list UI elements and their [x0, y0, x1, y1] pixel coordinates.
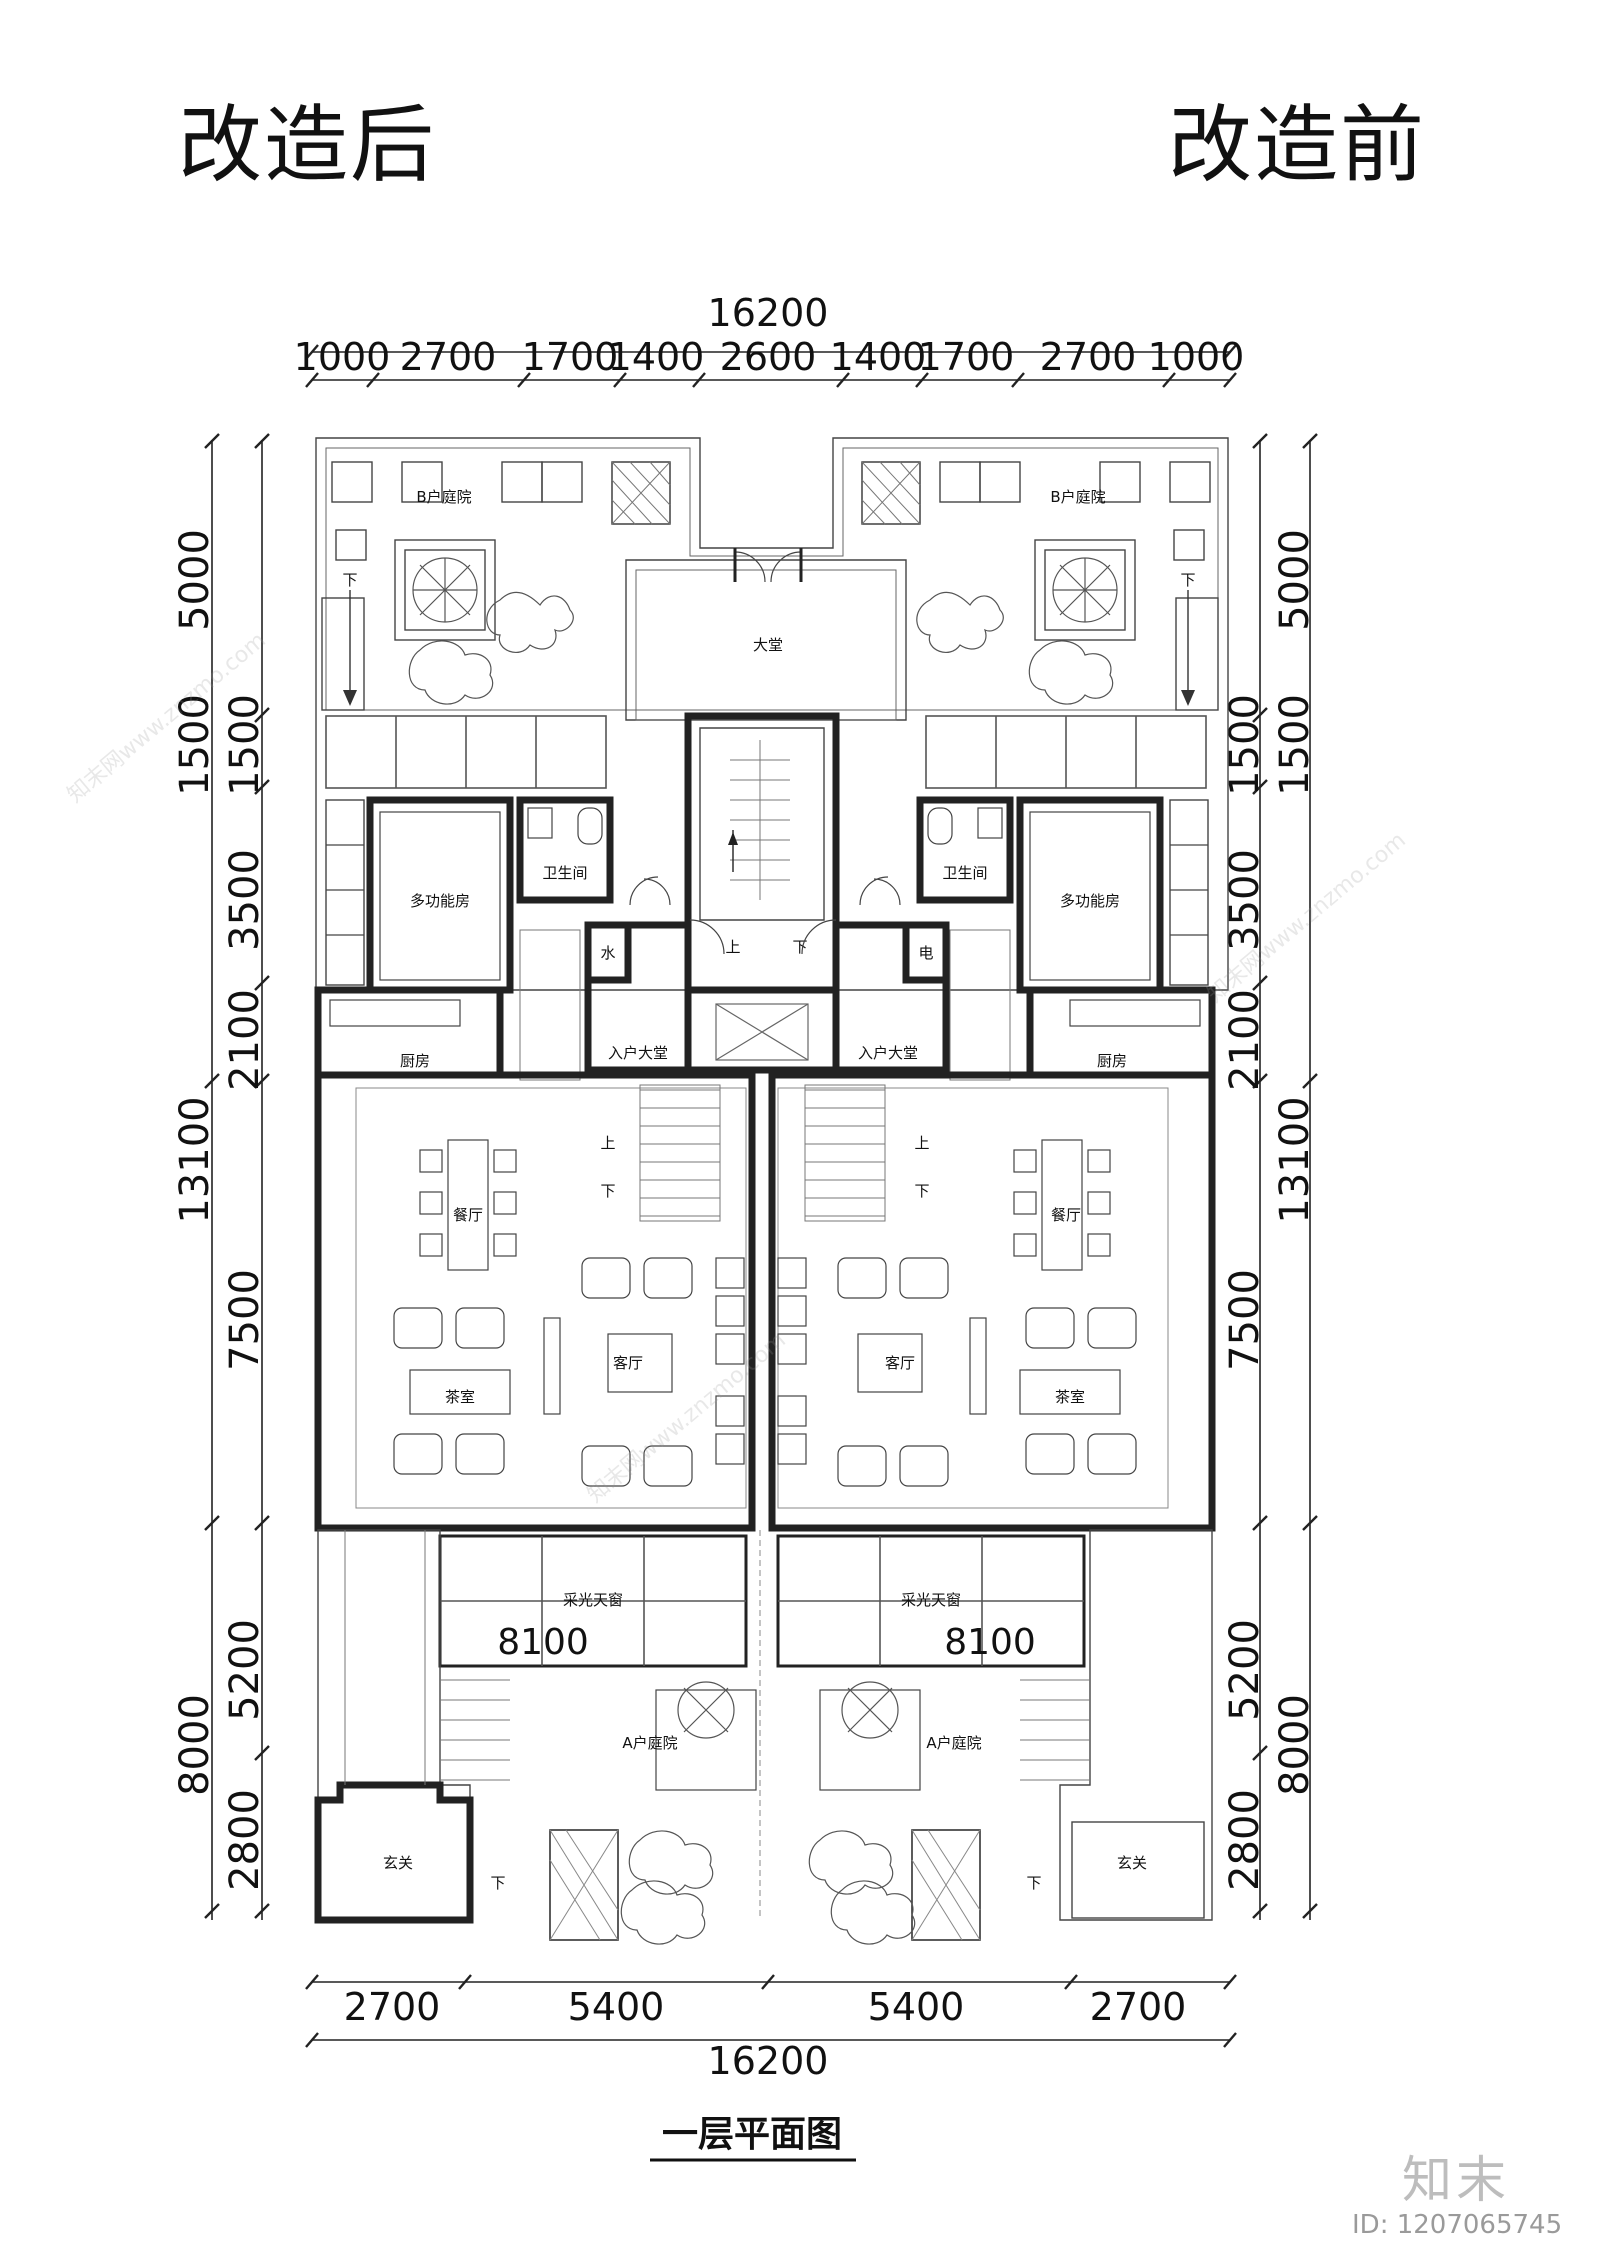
dim-bottom-seg: 5400	[868, 1985, 965, 2029]
dim-top-total: 16200	[708, 291, 829, 335]
b-garden-left: B户庭院 下	[321, 461, 671, 789]
label-skylight: 采光天窗	[901, 1591, 961, 1609]
label-bathroom: 卫生间	[942, 864, 987, 882]
site-outline	[315, 437, 1229, 991]
label-bathroom: 卫生间	[542, 864, 587, 882]
label-multi-room: 多功能房	[1060, 892, 1120, 910]
dim-bottom-seg: 2700	[1090, 1985, 1187, 2029]
watermark-id: ID: 1207065745	[1352, 2210, 1563, 2240]
label-entry-lobby: 入户大堂	[608, 1044, 668, 1062]
dim-bottom-seg: 5400	[568, 1985, 665, 2029]
dim-right: 2100	[1222, 989, 1268, 1091]
dim-right: 1500	[1222, 694, 1268, 796]
dim-left: 13100	[172, 1096, 218, 1223]
dim-right: 5000	[1272, 529, 1318, 631]
header-after-renovation: 改造后	[178, 96, 437, 194]
label-b-garden: B户庭院	[416, 488, 471, 506]
label-up: 上	[725, 938, 740, 956]
label-down: 下	[1180, 571, 1195, 589]
dim-right: 13100	[1272, 1096, 1318, 1223]
dim-left: 3500	[222, 849, 268, 951]
dim-right: 8000	[1272, 1694, 1318, 1796]
label-entry-lobby: 入户大堂	[858, 1044, 918, 1062]
label-foyer: 玄关	[383, 1854, 413, 1872]
label-lobby: 大堂	[753, 636, 783, 654]
label-down: 下	[792, 938, 807, 956]
label-dining: 餐厅	[1051, 1206, 1081, 1224]
label-skylight: 采光天窗	[563, 1591, 623, 1609]
label-dining: 餐厅	[453, 1206, 483, 1224]
label-tea-room: 茶室	[445, 1388, 475, 1406]
label-tea-room: 茶室	[1055, 1388, 1085, 1406]
dim-right: 1500	[1272, 694, 1318, 796]
dim-top-seg: 1400	[830, 335, 927, 379]
a-garden-left: 玄关 A户庭院 下	[314, 1529, 757, 1945]
dim-left: 5200	[222, 1619, 268, 1721]
dim-top-seg: 1400	[608, 335, 705, 379]
dim-left: 2100	[222, 989, 268, 1091]
dim-top-seg: 1000	[1148, 335, 1245, 379]
dim-left: 2800	[222, 1789, 268, 1891]
dim-left: 1500	[172, 694, 218, 796]
label-living: 客厅	[885, 1354, 915, 1372]
label-down: 下	[914, 1182, 929, 1200]
dim-right: 5200	[1222, 1619, 1268, 1721]
label-up: 上	[914, 1134, 929, 1152]
dim-skylight-width: 8100	[944, 1622, 1036, 1663]
label-down: 下	[342, 571, 357, 589]
label-multi-room: 多功能房	[410, 892, 470, 910]
dim-right: 3500	[1222, 849, 1268, 951]
watermark-logo: 知末	[1402, 2151, 1510, 2209]
label-down: 下	[1026, 1874, 1041, 1892]
skylights: 采光天窗 采光天窗 8100 8100	[438, 1534, 1086, 1668]
dim-top-seg: 2700	[400, 335, 497, 379]
label-foyer: 玄关	[1117, 1854, 1147, 1872]
label-b-garden: B户庭院	[1050, 488, 1105, 506]
side-dimension-lines	[204, 433, 1318, 1920]
dim-left: 7500	[222, 1269, 268, 1371]
dim-top-seg: 1700	[918, 335, 1015, 379]
main-floor: 上 下 上 下 餐厅 客厅 茶室	[314, 1071, 1216, 1532]
left-dimension-labels: 5000 1500 1500 3500 2100 13100 7500 5200…	[172, 529, 268, 1891]
label-water: 水	[600, 944, 615, 962]
label-kitchen: 厨房	[400, 1052, 430, 1070]
label-a-garden: A户庭院	[622, 1734, 677, 1752]
b-garden-right: B户庭院 下	[861, 461, 1219, 789]
right-dimension-labels: 5000 1500 1500 3500 2100 13100 7500 5200…	[1222, 529, 1318, 1891]
dim-bottom-total: 16200	[708, 2039, 829, 2083]
label-power: 电	[918, 944, 933, 962]
label-kitchen: 厨房	[1097, 1052, 1127, 1070]
header-before-renovation: 改造前	[1168, 96, 1427, 194]
dim-top-seg: 1000	[294, 335, 391, 379]
top-dimension-chain: 16200 1000 2700 1700 1400 2600 1400 1700…	[294, 291, 1245, 388]
a-garden-right: 玄关 A户庭院 下	[808, 1529, 1213, 1945]
bottom-dimension-chain: 2700 5400 5400 2700 16200	[305, 1974, 1237, 2083]
dim-top-seg: 1700	[522, 335, 619, 379]
dim-left: 1500	[222, 694, 268, 796]
dim-left: 8000	[172, 1694, 218, 1796]
upper-unit-left: 多功能房 卫生间 水 入户大堂 厨房	[314, 796, 692, 1081]
central-core: 大堂 上 下	[625, 548, 907, 1074]
dim-skylight-width: 8100	[497, 1622, 589, 1663]
label-a-garden: A户庭院	[926, 1734, 981, 1752]
label-down: 下	[490, 1874, 505, 1892]
dim-right: 2800	[1222, 1789, 1268, 1891]
dim-top-seg: 2600	[720, 335, 817, 379]
dim-left: 5000	[172, 529, 218, 631]
label-up: 上	[600, 1134, 615, 1152]
upper-unit-right: 多功能房 卫生间 电 入户大堂 厨房	[832, 796, 1216, 1081]
label-down: 下	[600, 1182, 615, 1200]
dim-top-seg: 2700	[1040, 335, 1137, 379]
dim-right: 7500	[1222, 1269, 1268, 1371]
dim-bottom-seg: 2700	[344, 1985, 441, 2029]
label-living: 客厅	[613, 1354, 643, 1372]
plan-title: 一层平面图	[662, 2114, 842, 2155]
